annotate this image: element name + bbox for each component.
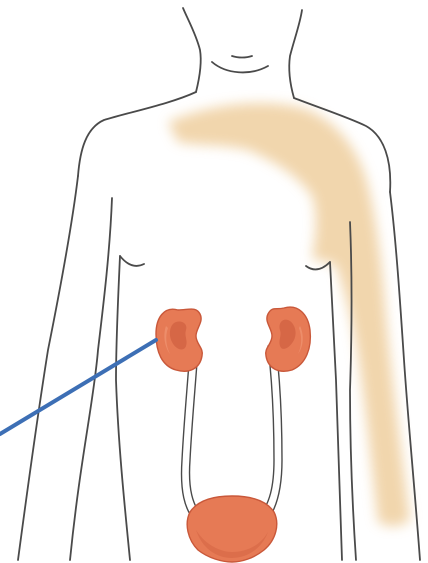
mouth: [232, 56, 252, 58]
arm-left-outer: [18, 176, 78, 560]
ureter-left-outer: [182, 348, 196, 522]
chin-line: [212, 62, 268, 72]
ureter-right-inner: [258, 346, 274, 518]
ureter-left-inner: [190, 348, 204, 518]
torso-right: [330, 262, 342, 560]
neck-right: [289, 10, 302, 98]
chest-right: [306, 262, 330, 269]
urinary-system: [156, 307, 310, 562]
torso-left: [116, 256, 130, 560]
kidney-right: [266, 307, 311, 371]
bladder: [187, 496, 277, 562]
pointer-line: [0, 340, 156, 434]
kidney-left: [156, 309, 202, 371]
neck-left: [183, 8, 201, 92]
chest-left: [120, 256, 144, 266]
